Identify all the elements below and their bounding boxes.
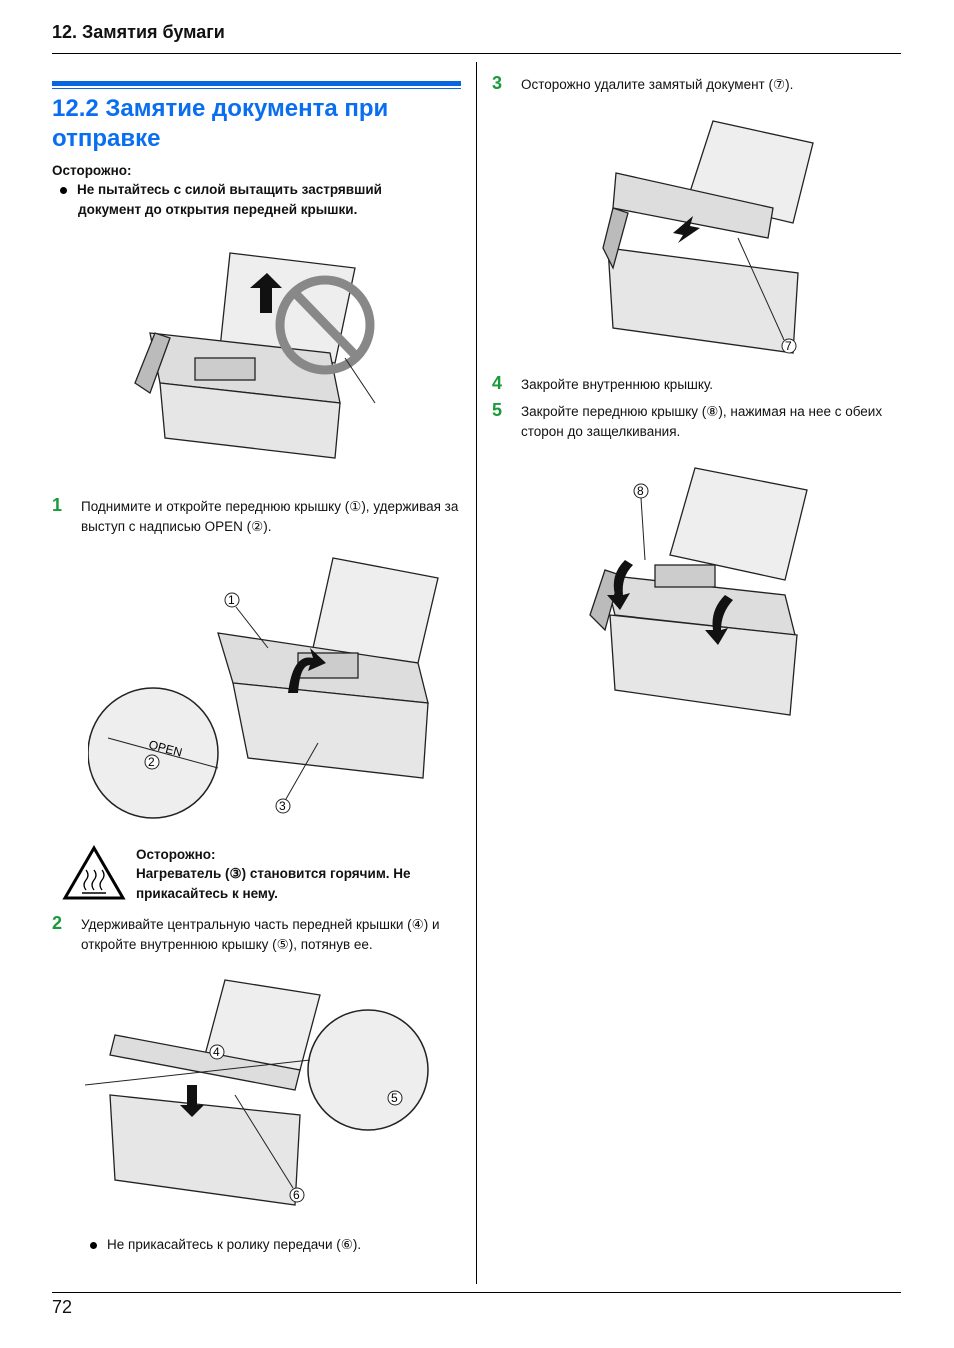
step-number: 1 [52, 495, 63, 515]
callout-4: 4 [213, 1045, 220, 1059]
footer-divider [52, 1292, 901, 1293]
header-divider [52, 53, 901, 54]
arrow-down-icon [705, 595, 733, 645]
arrow-icon [673, 216, 700, 243]
arrow-up-icon [288, 648, 326, 693]
step-text: Поднимите и откройте переднюю крышку (①)… [81, 499, 459, 534]
caution-label: Осторожно: [136, 847, 216, 862]
caution-bullet: Не пытайтесь с силой вытащить застрявший… [60, 180, 438, 220]
callout-8: 8 [637, 484, 644, 498]
step-text: Закройте внутреннюю крышку. [521, 377, 714, 392]
callout-1: 1 [228, 593, 235, 607]
caution-heater-text: Нагреватель (③) становится горячим. Не п… [136, 866, 411, 901]
callout-5: 5 [391, 1091, 398, 1105]
bullet-icon [60, 186, 67, 194]
note-text: Не прикасайтесь к ролику передачи (⑥). [107, 1237, 362, 1252]
step-number: 4 [492, 373, 503, 393]
step-text: Осторожно удалите замятый документ (⑦). [521, 77, 794, 92]
callout-7: 7 [785, 339, 792, 353]
arrow-down-icon [607, 560, 633, 610]
step-number: 3 [492, 73, 503, 93]
section-bar-thin [52, 88, 461, 89]
section-bar [52, 81, 461, 86]
caution-label: Осторожно: [52, 163, 132, 178]
fax-close-front-cover-illustration: 8 [589, 467, 808, 716]
fax-no-pull-illustration [134, 252, 376, 459]
step-number: 2 [52, 913, 63, 933]
callout-2: 2 [148, 755, 155, 769]
callout-3: 3 [279, 799, 286, 813]
section-title: 12.2 Замятие документа при отправке [52, 95, 389, 152]
step-text: Удерживайте центральную часть передней к… [81, 917, 440, 952]
fax-open-inner-cover-illustration: 4 5 6 [85, 979, 429, 1206]
page-number: 72 [52, 1297, 73, 1317]
step-text: Закройте переднюю крышку (⑧), нажимая на… [521, 404, 883, 439]
column-divider [476, 62, 477, 1284]
step-number: 5 [492, 400, 503, 420]
chapter-header: 12. Замятия бумаги [52, 22, 225, 42]
hot-surface-warning-icon [62, 845, 126, 900]
bullet-icon [90, 1241, 97, 1249]
callout-6: 6 [293, 1188, 300, 1202]
fax-open-front-cover-illustration: OPEN 1 2 3 [88, 557, 439, 819]
caution-text: Не пытайтесь с силой вытащить застрявший… [77, 182, 382, 217]
prohibition-icon [275, 275, 375, 375]
arrow-down-icon [180, 1085, 204, 1117]
fax-remove-document-illustration: 7 [602, 120, 814, 354]
note-bullet: Не прикасайтесь к ролику передачи (⑥). [90, 1235, 361, 1255]
